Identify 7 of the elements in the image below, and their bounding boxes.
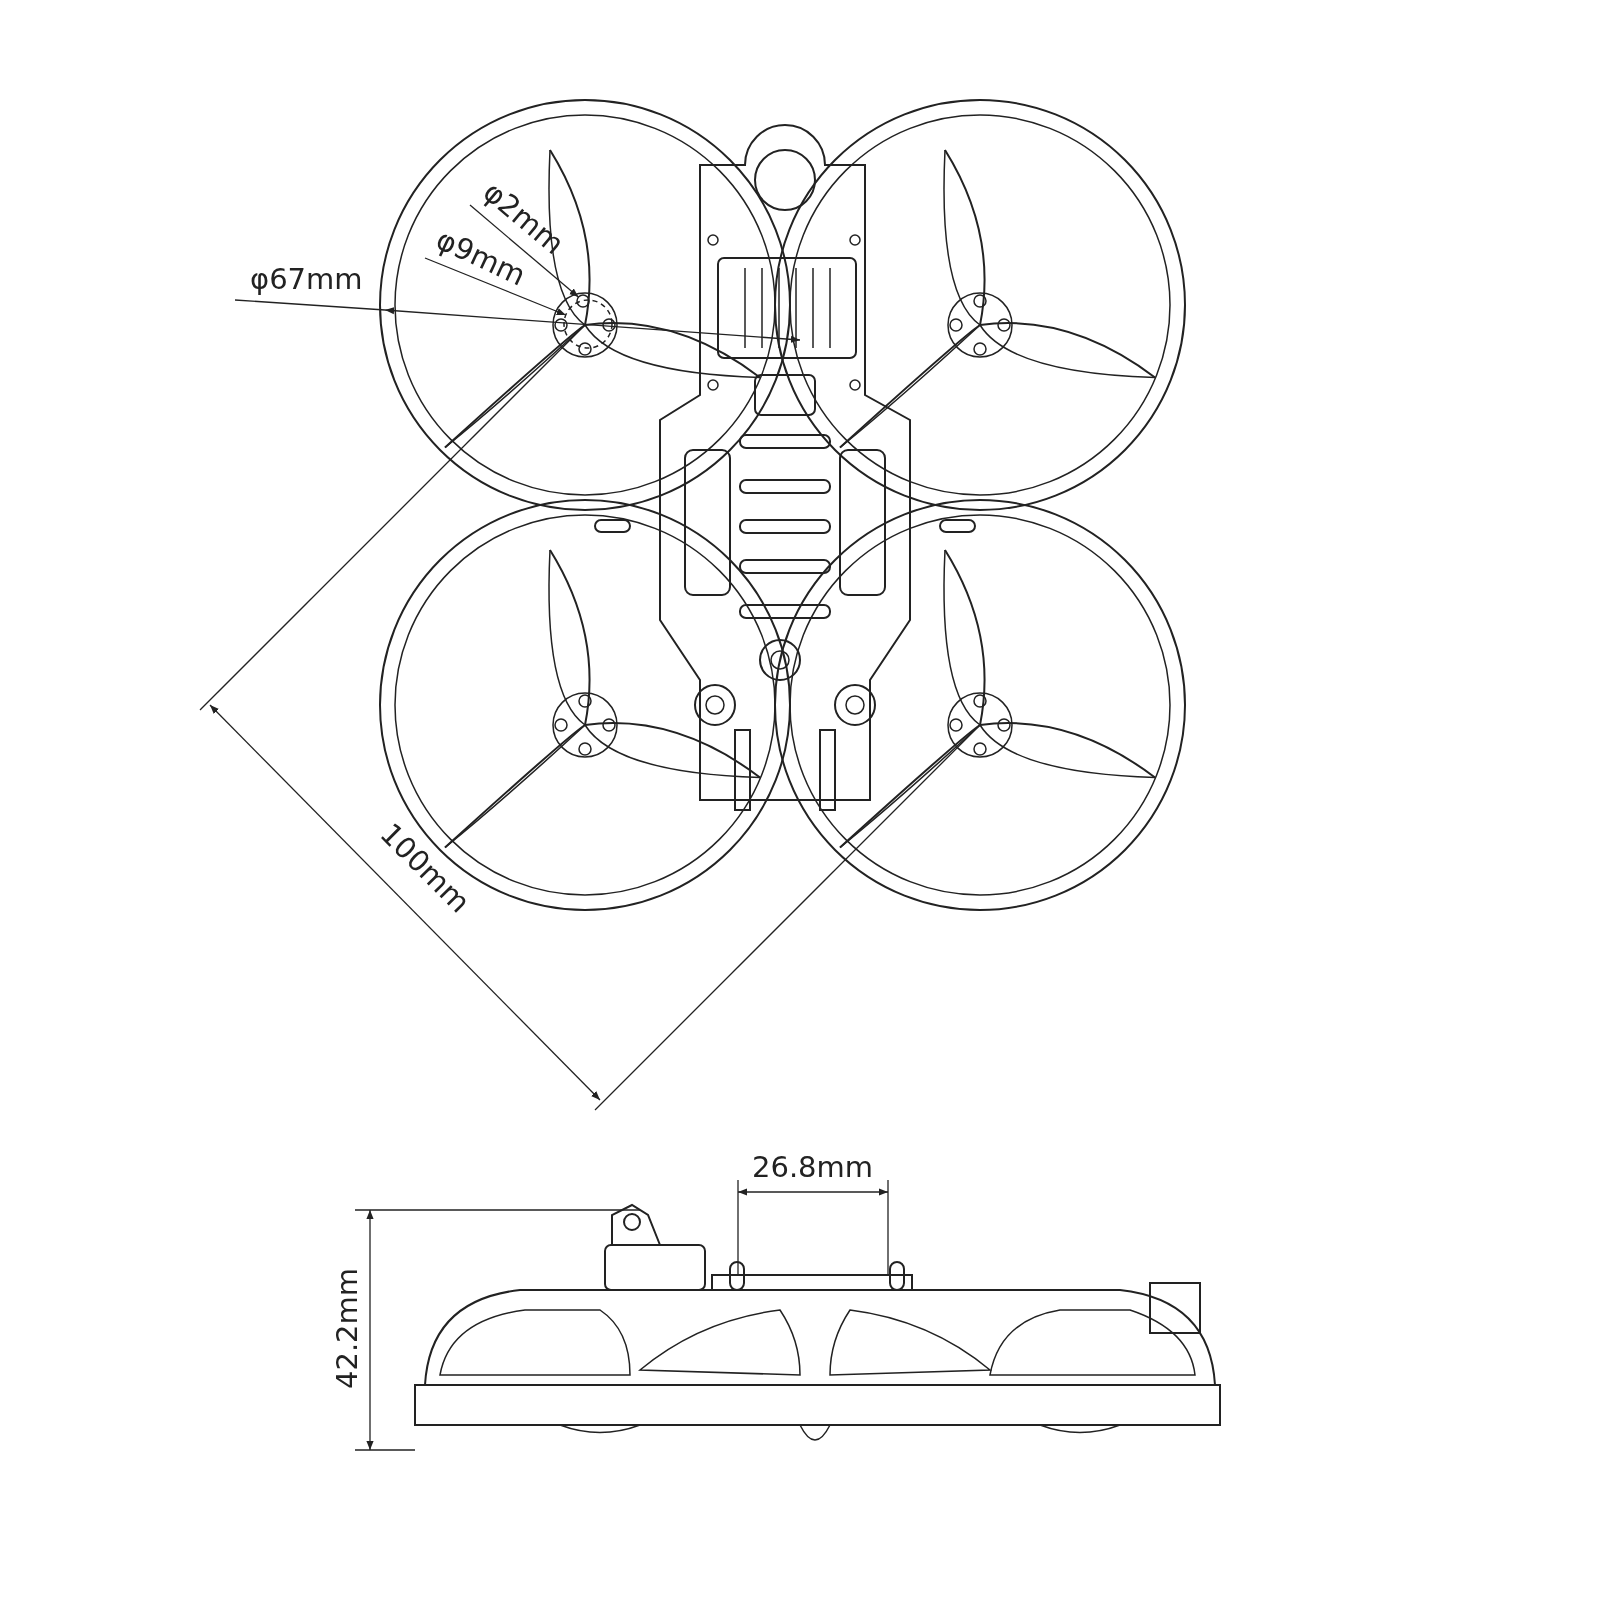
dimension-label: φ67mm [250,265,363,294]
leader-line [469,204,580,298]
dimension-label: 42.2mm [333,1267,362,1389]
mounting-hole [576,294,590,308]
leader-line [424,257,567,316]
dimension-label: 26.8mm [752,1153,874,1182]
hole-circle [563,299,613,349]
